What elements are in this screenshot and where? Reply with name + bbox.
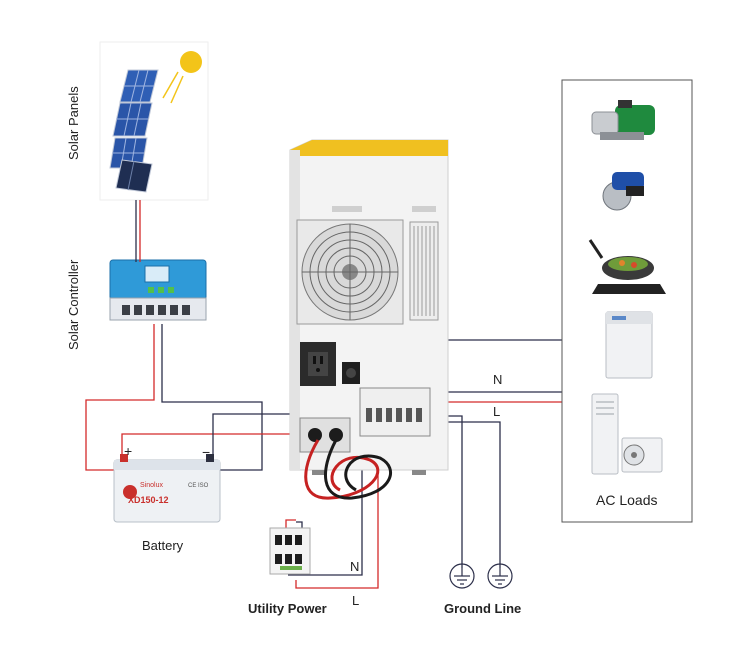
- coiled-cable: [304, 439, 392, 500]
- ac-loads: AC Loads: [561, 79, 693, 523]
- solar-panel-3: [109, 137, 148, 169]
- solar-panel-4: [115, 159, 153, 193]
- ac-n-tag: N: [493, 372, 502, 387]
- utility-breaker: [269, 527, 311, 575]
- sun-icon: [180, 51, 202, 73]
- ac-outlet-icon: [300, 342, 336, 386]
- power-switch-icon: [342, 362, 360, 384]
- inverter: [289, 139, 449, 475]
- battery-label: Battery: [142, 538, 184, 553]
- battery-plus-tag: +: [124, 443, 132, 459]
- battery-minus-tag: −: [202, 444, 210, 460]
- solar-panel-1: [119, 69, 159, 103]
- battery: Sinolux XD150-12 CE ISO: [113, 454, 221, 523]
- ac-l-tag: L: [493, 404, 500, 419]
- solar-panels-label: Solar Panels: [66, 86, 81, 160]
- ground-icon: [449, 563, 475, 589]
- utility-l-tag: L: [352, 593, 359, 608]
- battery-cert: CE ISO: [188, 483, 209, 489]
- battery-model: XD150-12: [128, 495, 169, 505]
- induction-cooker-icon: [588, 239, 666, 294]
- utility-power-label: Utility Power: [248, 601, 327, 616]
- power-tool-icon: [602, 172, 644, 211]
- battery-terminal-icon: [299, 417, 351, 453]
- vent-grille: [409, 221, 439, 321]
- air-conditioner-icon: [591, 393, 663, 475]
- utility-n-tag: N: [350, 559, 359, 574]
- battery-brand: Sinolux: [140, 482, 163, 489]
- ground-symbols: [449, 563, 513, 589]
- fan-icon: [296, 219, 404, 325]
- water-pump-icon: [591, 100, 655, 140]
- solar-panels: [99, 41, 209, 201]
- washing-machine-icon: [605, 311, 653, 379]
- terminal-block: [359, 387, 431, 437]
- solar-controller: [108, 259, 208, 324]
- ground-line-label: Ground Line: [444, 601, 521, 616]
- solar-panel-2: [112, 102, 153, 137]
- ac-loads-label: AC Loads: [596, 492, 657, 508]
- solar-controller-label: Solar Controller: [66, 259, 81, 350]
- ground-icon: [487, 563, 513, 589]
